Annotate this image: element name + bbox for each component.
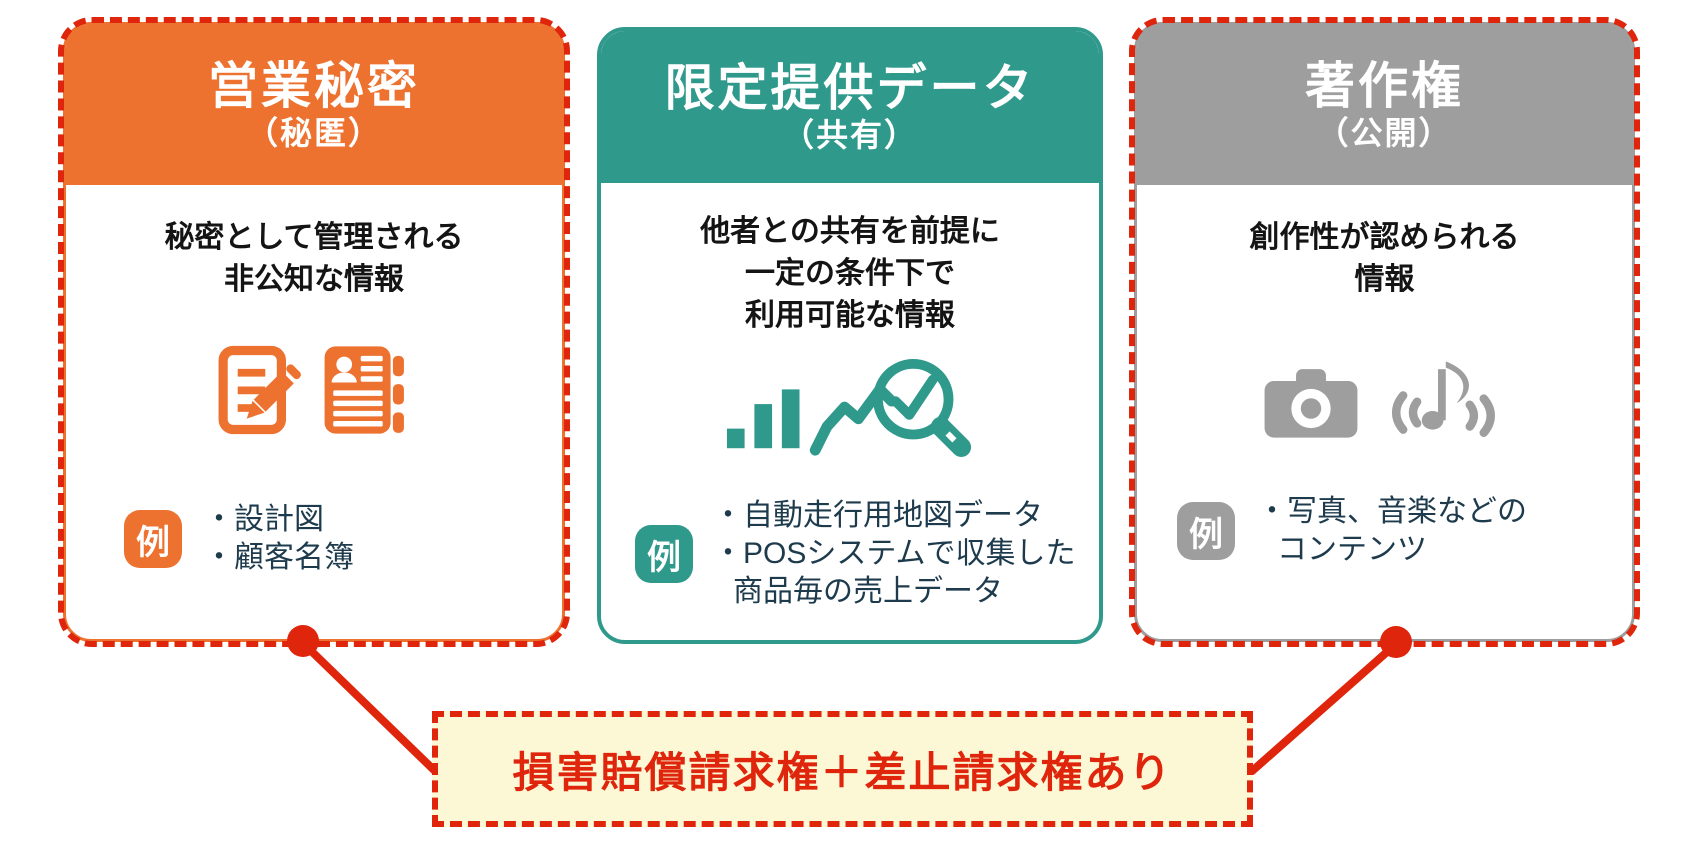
card-subtitle: （公開） bbox=[1316, 115, 1453, 151]
example-item: ・顧客名簿 bbox=[204, 541, 354, 574]
example-list: ・写真、音楽などの コンテンツ bbox=[1257, 493, 1527, 569]
card-header: 著作権 （公開） bbox=[1137, 25, 1632, 185]
example-row: 例 ・設計図 ・顧客名簿 bbox=[66, 501, 562, 577]
card-trade-secret: 営業秘密 （秘匿） 秘密として管理される 非公知な情報 bbox=[58, 17, 570, 647]
damages-claim-banner: 損害賠償請求権＋差止請求権あり bbox=[432, 711, 1253, 827]
example-item: ・自動走行用地図データ bbox=[713, 499, 1043, 532]
banner-text: 損害賠償請求権＋差止請求権あり bbox=[512, 748, 1173, 796]
card-icons bbox=[601, 359, 1099, 473]
card-header: 限定提供データ （共有） bbox=[601, 31, 1099, 183]
card-title: 著作権 bbox=[1305, 58, 1464, 114]
example-row: 例 ・写真、音楽などの コンテンツ bbox=[1137, 493, 1632, 569]
example-badge: 例 bbox=[1177, 502, 1235, 560]
card-description: 創作性が認められる 情報 bbox=[1249, 221, 1520, 296]
customer-ledger-icon bbox=[323, 334, 411, 451]
camera-icon bbox=[1263, 366, 1359, 445]
card-subtitle: （秘匿） bbox=[245, 115, 382, 151]
connector-left-line bbox=[300, 640, 440, 776]
card-description: 秘密として管理される 非公知な情報 bbox=[164, 221, 464, 296]
example-item: ・設計図 bbox=[204, 503, 324, 536]
example-item: ・POSシステムで収集した bbox=[713, 537, 1076, 570]
card-title: 営業秘密 bbox=[208, 58, 420, 114]
connector-right-line bbox=[1248, 641, 1399, 775]
card-title: 限定提供データ bbox=[664, 60, 1036, 116]
card-header: 営業秘密 （秘匿） bbox=[66, 25, 562, 185]
example-list: ・自動走行用地図データ ・POSシステムで収集した 商品毎の売上データ bbox=[713, 497, 1075, 611]
example-row: 例 ・自動走行用地図データ ・POSシステムで収集した 商品毎の売上データ bbox=[601, 497, 1099, 611]
card-icons bbox=[66, 335, 562, 451]
example-item: ・写真、音楽などの bbox=[1257, 495, 1527, 528]
example-badge: 例 bbox=[635, 525, 693, 583]
example-item: 商品毎の売上データ bbox=[733, 575, 1003, 608]
card-limited-provision-data: 限定提供データ （共有） 他者との共有を前提に 一定の条件下で 利用可能な情報 bbox=[597, 27, 1103, 644]
example-item: コンテンツ bbox=[1277, 533, 1427, 566]
example-badge: 例 bbox=[124, 510, 182, 568]
card-icons bbox=[1137, 357, 1632, 445]
card-copyright: 著作権 （公開） 創作性が認められる 情報 bbox=[1129, 17, 1640, 647]
music-note-icon bbox=[1383, 358, 1507, 445]
example-list: ・設計図 ・顧客名簿 bbox=[204, 501, 354, 577]
data-analytics-icon bbox=[725, 350, 975, 473]
document-edit-icon bbox=[217, 334, 309, 451]
card-description: 他者との共有を前提に 一定の条件下で 利用可能な情報 bbox=[700, 215, 1000, 332]
card-subtitle: （共有） bbox=[781, 117, 918, 153]
